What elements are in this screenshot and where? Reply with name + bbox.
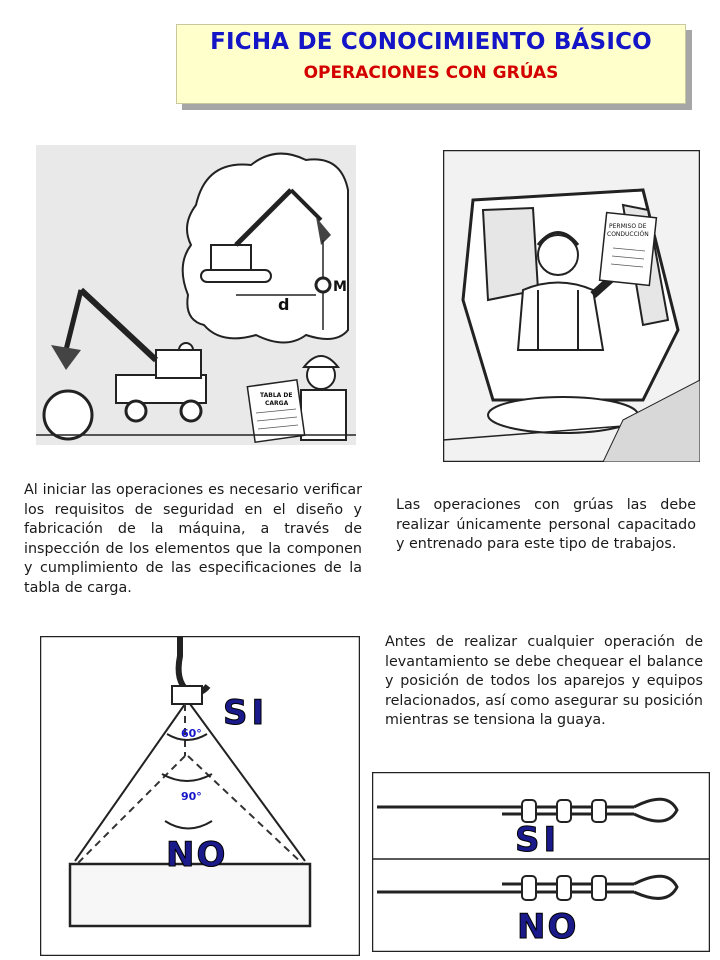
permit-label-line2: CONDUCCIÓN	[607, 231, 649, 238]
angle-60-label: 60°	[181, 727, 202, 740]
mass-label: M	[333, 279, 347, 295]
page-title: FICHA DE CONOCIMIENTO BÁSICO	[210, 29, 652, 55]
clips-bad-label: NO	[517, 907, 578, 947]
distance-label: d	[278, 295, 289, 314]
clips-ok-label: SI	[515, 820, 560, 860]
wire-rope-clips-illustration: SI NO	[372, 772, 710, 952]
page-subtitle: OPERACIONES CON GRÚAS	[303, 63, 559, 83]
angle-90-label: 90°	[181, 790, 202, 803]
permit-label-line1: PERMISO DE	[609, 223, 647, 230]
personnel-paragraph: Las operaciones con grúas las debe reali…	[396, 497, 696, 552]
sling-ok-label: SI	[223, 693, 268, 733]
sling-angle-illustration: 60° 90° SI NO	[40, 636, 360, 956]
sheet-label-line2: CARGA	[265, 400, 289, 407]
header-box: FICHA DE CONOCIMIENTO BÁSICO OPERACIONES…	[176, 24, 686, 104]
rigging-paragraph: Antes de realizar cualquier operación de…	[385, 634, 703, 728]
inspection-paragraph: Al iniciar las operaciones es necesario …	[24, 482, 362, 596]
sheet-label-line1: TABLA DE	[260, 392, 292, 399]
sling-bad-label: NO	[166, 835, 227, 875]
excavator-illustration: d M TABLA DE CARGA	[36, 145, 356, 445]
operator-illustration: PERMISO DE CONDUCCIÓN	[443, 150, 700, 462]
